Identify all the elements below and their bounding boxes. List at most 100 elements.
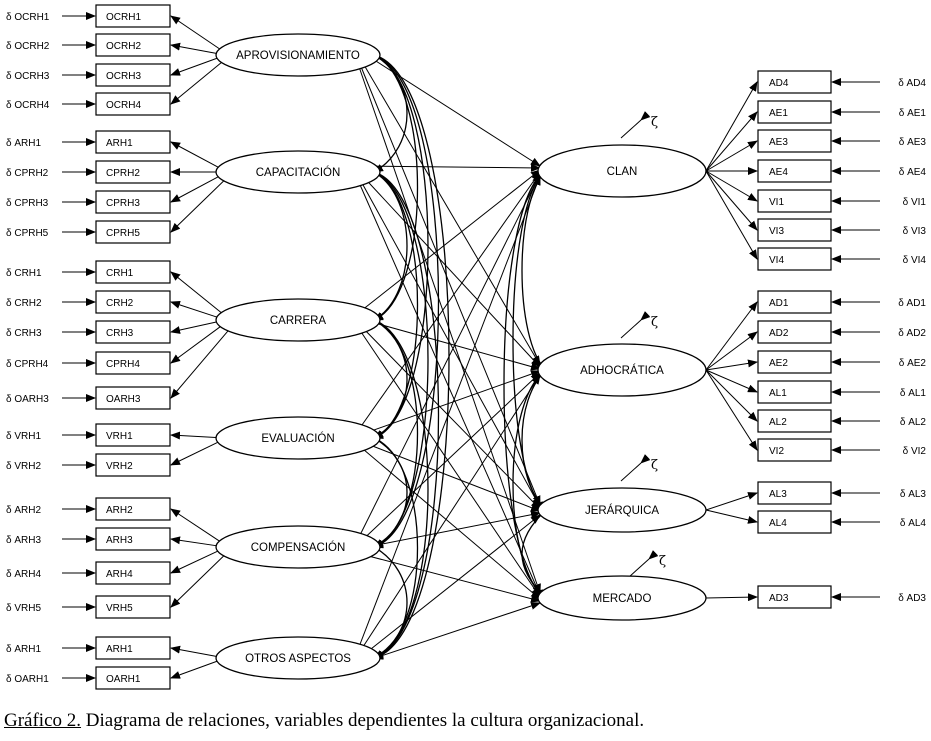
covariance-aprovisionamiento-compensacion bbox=[364, 48, 440, 549]
indicator-compensacion-1: ARH2 bbox=[95, 497, 171, 521]
loading-arrow-clan-6 bbox=[705, 170, 758, 231]
structural-path-aprovisionamiento-jerarquica bbox=[356, 56, 541, 506]
loading-arrow-clan-7 bbox=[705, 170, 758, 260]
structural-path-compensacion-jerarquica bbox=[356, 510, 541, 550]
indicator-label: AE4 bbox=[769, 167, 788, 178]
covariance-compensacion-otros bbox=[364, 539, 408, 659]
covariance-carrera-evaluacion bbox=[364, 312, 408, 439]
figure-caption: Gráfico 2. Diagrama de relaciones, varia… bbox=[4, 710, 644, 732]
error-term-clan-4: δ AE4 bbox=[899, 167, 927, 178]
error-term-adhocratica-4: δ AL1 bbox=[900, 388, 927, 399]
loading-arrow-aprovisionamiento-4 bbox=[170, 62, 222, 105]
loading-arrow-carrera-3 bbox=[170, 321, 217, 334]
indicator-adhocratica-2: AD2 bbox=[757, 320, 832, 344]
latent-capacitacion: CAPACITACIÓN bbox=[215, 150, 381, 194]
zeta-jerarquica: ζ bbox=[651, 458, 658, 473]
error-term-jerarquica-2: δ AL4 bbox=[900, 518, 927, 529]
loading-arrow-capacitacion-4 bbox=[170, 180, 225, 233]
indicator-label: AE1 bbox=[769, 108, 788, 119]
figure-caption-label: Gráfico 2. bbox=[4, 710, 82, 731]
error-term-otros-2: δ OARH1 bbox=[6, 674, 49, 685]
loading-arrow-adhocratica-5 bbox=[705, 369, 758, 422]
indicator-clan-5: VI1 bbox=[757, 189, 832, 213]
error-term-compensacion-4: δ VRH5 bbox=[6, 603, 41, 614]
indicator-aprovisionamiento-1: OCRH1 bbox=[95, 4, 171, 28]
indicator-compensacion-4: VRH5 bbox=[95, 595, 171, 619]
indicator-label: VI4 bbox=[769, 255, 784, 266]
indicator-label: CRH3 bbox=[106, 328, 134, 339]
error-term-clan-5: δ VI1 bbox=[903, 197, 927, 208]
error-term-adhocratica-1: δ AD1 bbox=[898, 298, 926, 309]
loading-arrow-mercado-1 bbox=[705, 593, 758, 602]
indicator-clan-6: VI3 bbox=[757, 218, 832, 242]
error-term-carrera-3: δ CRH3 bbox=[6, 328, 42, 339]
indicator-label: VRH5 bbox=[106, 603, 133, 614]
indicator-label: VI2 bbox=[769, 446, 784, 457]
indicator-clan-1: AD4 bbox=[757, 70, 832, 94]
indicator-adhocratica-3: AE2 bbox=[757, 350, 832, 374]
structural-path-otros-clan bbox=[356, 175, 541, 653]
structural-path-aprovisionamiento-adhocratica bbox=[356, 52, 541, 366]
loading-arrow-compensacion-4 bbox=[170, 555, 225, 608]
error-term-capacitacion-3: δ CPRH3 bbox=[6, 198, 49, 209]
indicator-label: CPRH4 bbox=[106, 359, 140, 370]
loading-arrow-adhocratica-2 bbox=[705, 331, 758, 371]
error-term-capacitacion-4: δ CPRH5 bbox=[6, 228, 49, 239]
structural-path-evaluacion-jerarquica bbox=[356, 439, 541, 512]
loading-arrow-carrera-2 bbox=[170, 301, 217, 318]
indicator-label: AL4 bbox=[769, 518, 787, 529]
error-term-aprovisionamiento-1: δ OCRH1 bbox=[6, 12, 50, 23]
figure-caption-text: Diagrama de relaciones, variables depend… bbox=[81, 710, 645, 731]
indicator-label: AD1 bbox=[769, 298, 789, 309]
covariance-capacitacion-otros bbox=[364, 165, 440, 660]
indicator-adhocratica-5: AL2 bbox=[757, 409, 832, 433]
error-term-carrera-4: δ CPRH4 bbox=[6, 359, 49, 370]
indicator-label: AD3 bbox=[769, 593, 789, 604]
indicator-carrera-5: OARH3 bbox=[95, 386, 171, 410]
indicator-label: OCRH1 bbox=[106, 12, 141, 23]
loading-arrow-adhocratica-4 bbox=[705, 369, 758, 393]
latent-label: CAPACITACIÓN bbox=[256, 166, 341, 179]
error-term-clan-6: δ VI3 bbox=[903, 226, 927, 237]
error-term-compensacion-3: δ ARH4 bbox=[6, 569, 41, 580]
error-term-carrera-5: δ OARH3 bbox=[6, 394, 49, 405]
indicator-carrera-2: CRH2 bbox=[95, 290, 171, 314]
indicator-label: OARH3 bbox=[106, 394, 141, 405]
error-term-clan-1: δ AD4 bbox=[898, 78, 926, 89]
error-term-aprovisionamiento-2: δ OCRH2 bbox=[6, 41, 50, 52]
latent-compensacion: COMPENSACIÓN bbox=[215, 525, 381, 569]
error-term-carrera-2: δ CRH2 bbox=[6, 298, 42, 309]
indicator-evaluacion-1: VRH1 bbox=[95, 423, 171, 447]
structural-path-compensacion-adhocratica bbox=[356, 372, 541, 546]
latent-mercado: MERCADO bbox=[537, 575, 707, 621]
latent-label: OTROS ASPECTOS bbox=[245, 653, 351, 665]
indicator-compensacion-3: ARH4 bbox=[95, 561, 171, 585]
indicator-label: AD4 bbox=[769, 78, 789, 89]
error-term-compensacion-1: δ ARH2 bbox=[6, 505, 41, 516]
loading-arrow-evaluacion-2 bbox=[170, 441, 218, 466]
indicator-label: OCRH2 bbox=[106, 41, 141, 52]
indicator-adhocratica-1: AD1 bbox=[757, 290, 832, 314]
indicator-label: VI1 bbox=[769, 197, 784, 208]
covariance-aprovisionamiento-capacitacion bbox=[364, 47, 408, 173]
indicator-otros-2: OARH1 bbox=[95, 666, 171, 690]
structural-path-otros-adhocratica bbox=[356, 374, 541, 657]
structural-path-capacitacion-adhocratica bbox=[356, 169, 541, 368]
loading-arrow-adhocratica-6 bbox=[705, 369, 758, 451]
loading-arrow-compensacion-3 bbox=[170, 550, 218, 574]
structural-path-otros-mercado bbox=[356, 602, 541, 665]
loading-arrow-aprovisionamiento-3 bbox=[170, 57, 218, 76]
indicator-label: ARH3 bbox=[106, 535, 133, 546]
loading-arrow-aprovisionamiento-2 bbox=[170, 42, 217, 54]
indicator-label: OCRH3 bbox=[106, 71, 141, 82]
structural-path-carrera-jerarquica bbox=[356, 321, 541, 510]
indicator-label: OCRH4 bbox=[106, 100, 141, 111]
error-term-evaluacion-1: δ VRH1 bbox=[6, 431, 41, 442]
indicator-jerarquica-1: AL3 bbox=[757, 481, 832, 505]
structural-path-aprovisionamiento-clan bbox=[356, 48, 541, 167]
disturbance-arrow-mercado bbox=[628, 550, 659, 578]
structural-path-carrera-clan bbox=[356, 169, 541, 315]
error-term-mercado-1: δ AD3 bbox=[898, 593, 926, 604]
indicator-adhocratica-4: AL1 bbox=[757, 380, 832, 404]
structural-path-otros-jerarquica bbox=[356, 514, 541, 661]
